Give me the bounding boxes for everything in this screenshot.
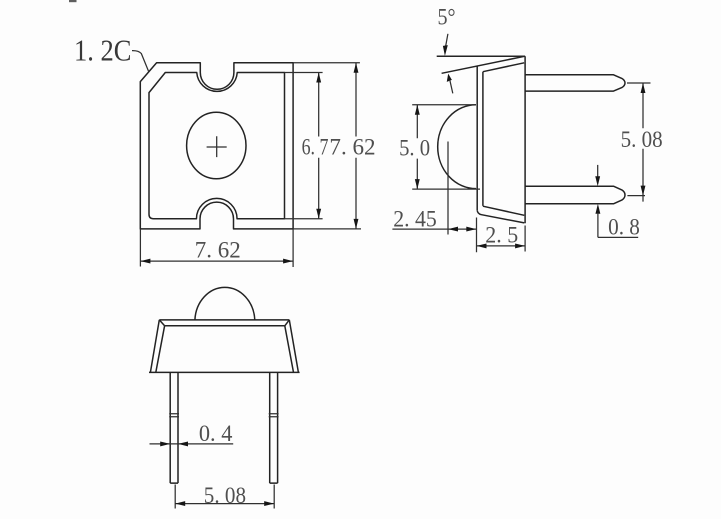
svg-text:7. 62: 7. 62 [195, 238, 241, 263]
svg-text:2. 5: 2. 5 [485, 222, 518, 247]
svg-text:2. 45: 2. 45 [393, 206, 437, 231]
svg-text:0. 8: 0. 8 [608, 214, 640, 239]
svg-text:5. 08: 5. 08 [621, 127, 663, 152]
svg-text:0. 4: 0. 4 [199, 421, 233, 446]
svg-text:5. 08: 5. 08 [204, 483, 246, 508]
svg-text:6. 7: 6. 7 [302, 135, 329, 160]
svg-text:5. 0: 5. 0 [399, 136, 430, 161]
svg-text:5°: 5° [438, 5, 456, 30]
svg-text:1. 2C: 1. 2C [74, 33, 131, 68]
svg-text:7. 62: 7. 62 [329, 135, 375, 160]
